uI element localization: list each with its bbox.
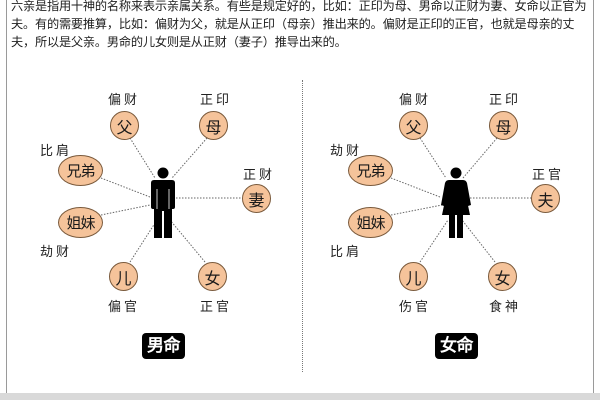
female-person-icon (441, 167, 471, 238)
female-father-tengod-label: 偏财 (398, 93, 432, 108)
intro-paragraph: 六亲是指用十神的名称来表示亲属关系。有些是规定好的，比如：正印为母、男命以正财为… (11, 0, 587, 49)
male-brothers-tengod-label: 比肩 (39, 144, 73, 159)
male-son-tengod-label: 偏官 (107, 300, 141, 315)
female-mother-tengod-label: 正印 (488, 93, 522, 108)
female-daughter-tengod-label: 食神 (488, 300, 522, 315)
center-divider (302, 80, 303, 372)
male-sisters-tengod-label: 劫财 (39, 245, 73, 260)
female-brothers-node: 兄弟 (348, 155, 393, 186)
female-spouse-tengod-label: 正官 (531, 168, 565, 183)
female-sisters-node: 姐妹 (348, 207, 393, 238)
male-daughter-tengod-label: 正官 (199, 300, 233, 315)
female-sisters-tengod-label: 比肩 (329, 245, 363, 260)
male-father-tengod-label: 偏财 (107, 93, 141, 108)
female-brothers-tengod-label: 劫财 (329, 144, 363, 159)
male-daughter-node: 女 (198, 262, 227, 291)
male-mother-tengod-label: 正印 (199, 93, 233, 108)
male-son-node: 儿 (109, 262, 138, 291)
male-sisters-node: 姐妹 (58, 207, 103, 238)
male-destiny-badge: 男命 (142, 333, 185, 359)
female-son-node: 儿 (399, 262, 428, 291)
male-father-node: 父 (110, 111, 139, 140)
male-spouse-tengod-label: 正财 (242, 168, 276, 183)
female-spouse-node: 夫 (531, 184, 560, 213)
content-frame (6, 0, 594, 396)
male-mother-node: 母 (199, 111, 228, 140)
male-brothers-node: 兄弟 (58, 155, 103, 186)
female-father-node: 父 (399, 111, 428, 140)
male-spouse-node: 妻 (242, 184, 271, 213)
female-mother-node: 母 (489, 111, 518, 140)
male-person-icon (151, 167, 175, 238)
bottom-bar (0, 393, 600, 400)
female-son-tengod-label: 伤官 (398, 300, 432, 315)
female-destiny-badge: 女命 (435, 333, 478, 359)
female-daughter-node: 女 (488, 262, 517, 291)
